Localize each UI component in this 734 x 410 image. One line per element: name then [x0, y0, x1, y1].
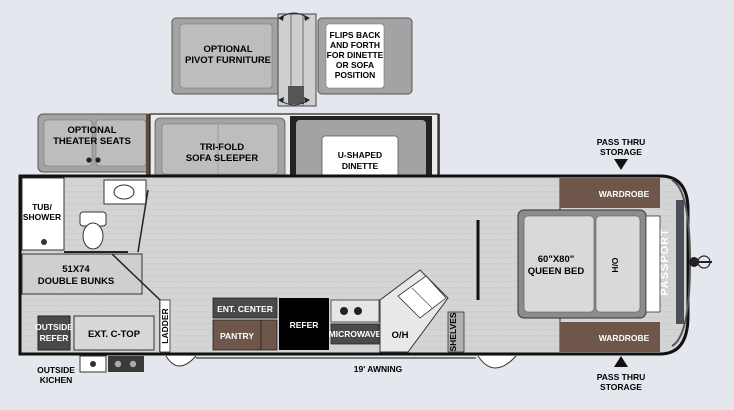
refer-label: REFER	[290, 320, 319, 330]
bed-label-2: QUEEN BED	[528, 266, 585, 277]
bunks-label-1: 51X74	[62, 264, 90, 275]
brand-logo-text: PASSPORT	[659, 228, 671, 296]
ent-center-label: ENT. CENTER	[217, 304, 273, 314]
pivot-label-2: PIVOT FURNITURE	[185, 55, 271, 66]
pass-thru-bottom-label-1: PASS THRU	[597, 372, 646, 382]
flips-note-1: FLIPS BACK	[330, 30, 382, 40]
outside-kitchen-label-1: OUTSIDE	[37, 365, 75, 375]
arrow-down-icon	[614, 159, 628, 170]
flips-note-5: POSITION	[335, 70, 376, 80]
theater-label-1: OPTIONAL	[67, 125, 116, 136]
dinette-label-2: DINETTE	[342, 161, 379, 171]
ext-ctop-label: EXT. C-TOP	[88, 329, 141, 340]
bunks-label-2: DOUBLE BUNKS	[38, 276, 115, 287]
pass-thru-bottom-label-2: STORAGE	[600, 382, 642, 392]
sofa-label-2: SOFA SLEEPER	[186, 153, 259, 164]
shelves-label: SHELVES	[448, 312, 458, 351]
outside-kitchen-label-2: KICHEN	[40, 375, 73, 385]
bed-label-1: 60"X80"	[538, 254, 574, 265]
exterior: 19' AWNING OUTSIDE KICHEN	[37, 355, 517, 385]
awning-label: 19' AWNING	[354, 364, 403, 374]
pass-thru-storage: PASS THRU STORAGE PASS THRU STORAGE	[597, 137, 646, 392]
theater-label-2: THEATER SEATS	[53, 136, 131, 147]
pivot-furniture: OPTIONAL PIVOT FURNITURE FLIPS BACK AND …	[171, 12, 413, 107]
oh-label: O/H	[392, 330, 409, 341]
dinette-label-1: U-SHAPED	[338, 150, 382, 160]
sofa-label-1: TRI-FOLD	[200, 142, 244, 153]
bunks-area: 51X74 DOUBLE BUNKS OUTSIDE REFER EXT. C-…	[21, 253, 171, 353]
theater-seats: OPTIONAL THEATER SEATS	[37, 113, 153, 173]
ho-label: H/O	[610, 257, 620, 273]
outside-refer-label-1: OUTSIDE	[35, 322, 73, 332]
ladder-label: LADDER	[160, 308, 170, 343]
arrow-up-icon	[614, 356, 628, 367]
microwave-label: MICROWAVE	[329, 329, 382, 339]
bedroom: WARDROBE WARDROBE 60"X80" QUEEN BED H/O	[517, 178, 661, 352]
pass-thru-top-label-2: STORAGE	[600, 147, 642, 157]
tub-label-2: SHOWER	[23, 212, 61, 222]
flips-note-3: FOR DINETTE	[327, 50, 384, 60]
outside-refer-label-2: REFER	[40, 333, 69, 343]
pivot-label-1: OPTIONAL	[203, 44, 252, 55]
kitchen-counter: ENT. CENTER PANTRY REFER MICROWAVE O/H S…	[212, 220, 480, 353]
wardrobe-top-label: WARDROBE	[599, 189, 650, 199]
flips-note-4: OR SOFA	[336, 60, 374, 70]
flips-note-2: AND FORTH	[330, 40, 380, 50]
tub-label-1: TUB/	[32, 202, 52, 212]
wardrobe-bottom-label: WARDROBE	[599, 333, 650, 343]
pantry-label: PANTRY	[220, 331, 254, 341]
pass-thru-top-label-1: PASS THRU	[597, 137, 646, 147]
bathroom: TUB/ SHOWER	[21, 177, 149, 253]
